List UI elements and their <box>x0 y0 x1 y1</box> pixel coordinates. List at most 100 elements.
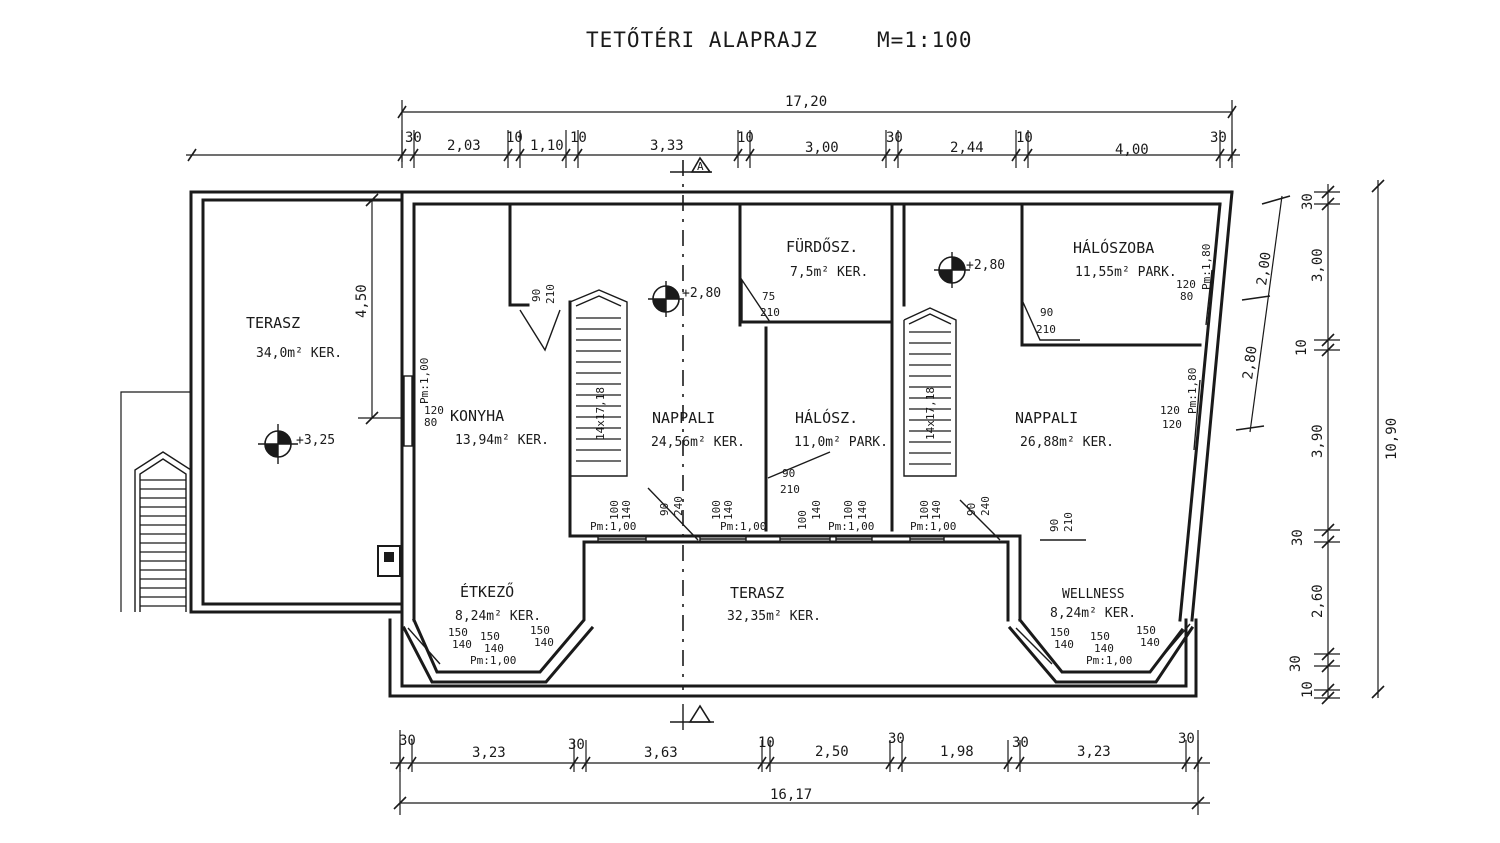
room-name-etkezo: ÉTKEZŐ <box>460 581 514 601</box>
bottom-dim-10: 3,23 <box>1077 744 1111 760</box>
top-dim-5: 10 <box>570 130 587 146</box>
bay-l2-w: 150 <box>480 630 500 643</box>
stairs-right-label: 14x17,18 <box>924 387 937 440</box>
room-name-terasz-mid: TERASZ <box>730 584 784 602</box>
room-name-halo-mid: HÁLÓSZ. <box>795 408 858 427</box>
bottom-dim-7: 30 <box>888 731 905 747</box>
door-konyha-h: 210 <box>544 284 557 304</box>
level-terasz: +3,25 <box>296 433 335 448</box>
bw1-h: 140 <box>620 500 633 520</box>
bd3-w: 90 <box>1048 519 1061 532</box>
bd1-w: 90 <box>658 503 671 516</box>
bw3-h: 140 <box>810 500 823 520</box>
room-area-etkezo: 8,24m² KER. <box>455 609 541 624</box>
bay-r2-w: 150 <box>1090 630 1110 643</box>
bay-l-h: 140 <box>452 638 472 651</box>
top-dim-4: 1,10 <box>530 138 564 154</box>
bottom-dim-5: 10 <box>758 735 775 751</box>
room-name-konyha: KONYHA <box>450 407 504 425</box>
level-nappali-left: +2,80 <box>682 286 721 301</box>
bw4-w: 100 <box>842 500 855 520</box>
bay-r-h: 140 <box>1054 638 1074 651</box>
right-dim-4: 3,90 <box>1310 424 1326 458</box>
bay-l2-h: 140 <box>484 642 504 655</box>
chimney-symbol <box>377 545 401 577</box>
left-terrace-dim: 4,50 <box>354 193 402 425</box>
level-marker-nappali-right: +2,80 <box>934 252 1005 288</box>
room-area-wellness: 8,24m² KER. <box>1050 606 1136 621</box>
top-dim-9: 30 <box>886 130 903 146</box>
bottom-total-dim: 16,17 <box>770 787 812 803</box>
door-haloszoba-w: 90 <box>1040 306 1053 319</box>
right-dim-5: 30 <box>1290 529 1306 546</box>
bay-l3-w: 150 <box>530 624 550 637</box>
right-inner-dim-2: 2,80 <box>1240 345 1261 381</box>
bottom-dim-6: 2,50 <box>815 744 849 760</box>
top-dimension-chain: 17,20 30 2,03 10 1,10 10 3,33 10 3,00 30… <box>186 94 1240 168</box>
terasz-depth-dim: 4,50 <box>354 284 370 318</box>
drawing-scale: M=1:100 <box>877 28 973 52</box>
door-halo-w: 90 <box>782 467 795 480</box>
bottom-dim-4: 3,63 <box>644 745 678 761</box>
win-nap-w: 120 <box>1160 404 1180 417</box>
bw5-pm: Pm:1,00 <box>910 520 956 533</box>
win-konyha-w: 120 <box>424 404 444 417</box>
door-konyha-w: 90 <box>530 289 543 302</box>
right-dim-6: 2,60 <box>1310 584 1326 618</box>
stairs-left-label: 14x17,18 <box>594 387 607 440</box>
top-dim-12: 4,00 <box>1115 142 1149 158</box>
room-name-nappali-left: NAPPALI <box>652 409 715 427</box>
win-halo-h: 80 <box>1180 290 1193 303</box>
room-name-furdo: FÜRDŐSZ. <box>786 236 858 256</box>
stairs-right: 14x17,18 <box>903 307 957 477</box>
top-dim-6: 3,33 <box>650 138 684 154</box>
door-furdo-w: 75 <box>762 290 775 303</box>
bw5-h: 140 <box>930 500 943 520</box>
bd2-w: 90 <box>965 503 978 516</box>
room-name-wellness: WELLNESS <box>1062 587 1125 602</box>
bay-r-pm: Pm:1,00 <box>1086 654 1132 667</box>
bottom-dim-11: 30 <box>1178 731 1195 747</box>
bw4-pm: Pm:1,00 <box>828 520 874 533</box>
right-total-dim: 10,90 <box>1384 418 1400 460</box>
bw1-w: 100 <box>608 500 621 520</box>
top-dim-1: 30 <box>405 130 422 146</box>
bay-r3-h: 140 <box>1140 636 1160 649</box>
top-dim-2: 2,03 <box>447 138 481 154</box>
right-dim-8: 10 <box>1300 681 1316 698</box>
section-mark-top: A <box>670 156 712 690</box>
section-label-top: A <box>697 160 704 173</box>
door-window-annotations: 90 210 75 210 90 210 90 210 Pm:1,00 120 … <box>403 244 1213 673</box>
bay-r-w: 150 <box>1050 626 1070 639</box>
bw3-w: 100 <box>796 510 809 530</box>
bw4-h: 140 <box>856 500 869 520</box>
bay-l-pm: Pm:1,00 <box>470 654 516 667</box>
top-dim-11: 10 <box>1016 130 1033 146</box>
room-name-haloszoba: HÁLÓSZOBA <box>1073 238 1154 257</box>
room-labels: TERASZ 34,0m² KER. KONYHA 13,94m² KER. N… <box>246 236 1177 624</box>
room-area-furdo: 7,5m² KER. <box>790 265 868 280</box>
door-furdo-h: 210 <box>760 306 780 319</box>
room-area-nappali-left: 24,56m² KER. <box>651 435 745 450</box>
stairs-external <box>120 391 192 612</box>
win-konyha-h: 80 <box>424 416 437 429</box>
top-dim-7: 10 <box>737 130 754 146</box>
room-area-terasz-mid: 32,35m² KER. <box>727 609 821 624</box>
win-konyha-pm: Pm:1,00 <box>418 358 431 404</box>
bay-r3-w: 150 <box>1136 624 1156 637</box>
win-nap-h: 120 <box>1162 418 1182 431</box>
bw2-pm: Pm:1,00 <box>720 520 766 533</box>
top-total-dim: 17,20 <box>785 94 827 110</box>
bw1-pm: Pm:1,00 <box>590 520 636 533</box>
room-area-nappali-right: 26,88m² KER. <box>1020 435 1114 450</box>
bd3-h: 210 <box>1062 512 1075 532</box>
right-dim-7: 30 <box>1288 655 1304 672</box>
door-swing <box>959 499 1001 541</box>
bottom-dim-3: 30 <box>568 737 585 753</box>
bw5-w: 100 <box>918 500 931 520</box>
room-name-nappali-right: NAPPALI <box>1015 409 1078 427</box>
bd2-h: 240 <box>979 496 992 516</box>
top-dim-3: 10 <box>506 130 523 146</box>
level-marker-terasz: +3,25 <box>258 424 335 464</box>
